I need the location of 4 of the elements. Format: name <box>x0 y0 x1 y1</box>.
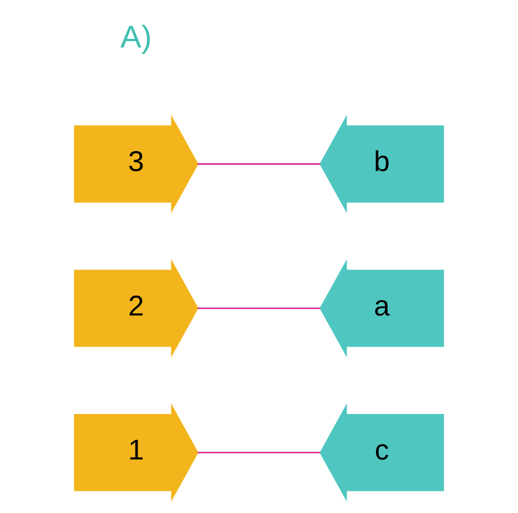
connector <box>198 308 320 309</box>
connector <box>198 452 320 454</box>
connector <box>198 163 320 165</box>
label: A) <box>120 20 152 55</box>
